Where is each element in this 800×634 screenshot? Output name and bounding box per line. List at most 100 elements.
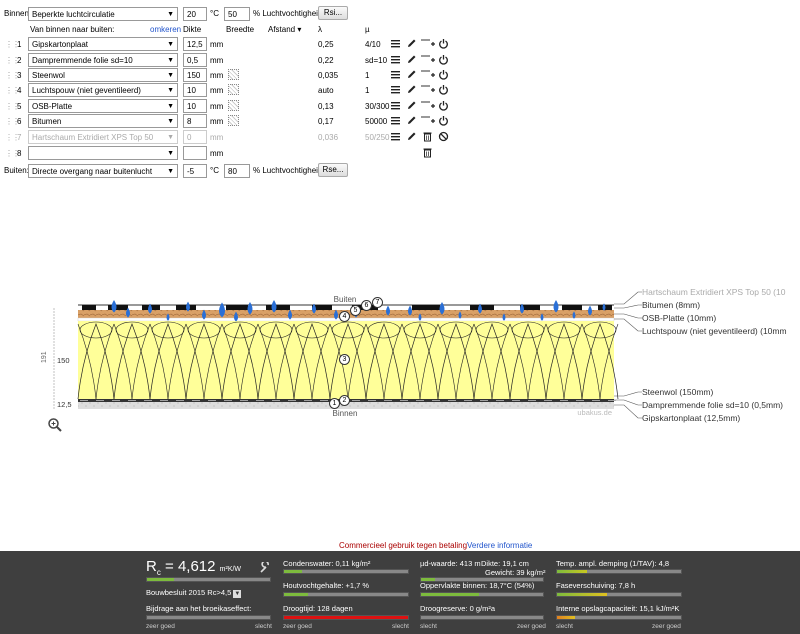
layer-thickness-input[interactable] <box>183 146 207 160</box>
layer-material-select[interactable]: Steenwol▼ <box>28 68 178 82</box>
add-layer-icon[interactable] <box>421 100 435 111</box>
scale-good: zeer goed <box>283 623 312 630</box>
power-icon[interactable] <box>438 38 449 49</box>
condens-bar <box>283 569 409 574</box>
legend-osb: OSB-Platte (10mm) <box>642 313 717 323</box>
layer-material-select[interactable]: Bitumen▼ <box>28 114 178 128</box>
more-info-link[interactable]: Verdere informatie <box>467 541 533 550</box>
layer-mu: 1 <box>365 86 370 95</box>
layer-circle-2: 2 <box>339 395 350 406</box>
layer-material-select[interactable]: Gipskartonplaat▼ <box>28 37 178 51</box>
layer-material-select[interactable]: Luchtspouw (niet geventileerd)▼ <box>28 83 178 97</box>
inside-temp-input[interactable]: 20 <box>183 7 207 21</box>
drag-handle[interactable]: ⋮⋮ <box>5 117 20 126</box>
chevron-down-icon[interactable]: ▼ <box>233 590 242 598</box>
scale-good: zeer goed <box>652 623 681 630</box>
chevron-down-icon: ▼ <box>167 87 174 94</box>
power-icon[interactable] <box>438 54 449 65</box>
layer-thickness-input[interactable]: 12,5 <box>183 37 207 51</box>
inside-type-select[interactable]: Beperkte luchtcirculatie▼ <box>28 7 178 21</box>
power-icon[interactable] <box>438 100 449 111</box>
rsi-button[interactable]: Rsi... <box>318 6 348 20</box>
scale-bad: slecht <box>420 623 437 630</box>
pencil-icon[interactable] <box>406 38 417 49</box>
dim-board: 12,5 <box>57 400 72 409</box>
add-layer-icon[interactable] <box>421 38 435 49</box>
drag-handle[interactable]: ⋮⋮ <box>5 40 20 49</box>
layer-thickness-input[interactable]: 10 <box>183 83 207 97</box>
outside-temp-input[interactable]: -5 <box>183 164 207 178</box>
pencil-icon[interactable] <box>406 131 417 142</box>
layer-number: 8 <box>17 149 22 158</box>
layer-mu: 4/10 <box>365 40 381 49</box>
header-distance-dropdown[interactable]: Afstand ▾ <box>268 25 302 34</box>
drag-handle[interactable]: ⋮⋮ <box>5 133 20 142</box>
menu-icon[interactable] <box>390 115 401 126</box>
add-layer-icon[interactable] <box>421 54 435 65</box>
pencil-icon[interactable] <box>406 54 417 65</box>
layer-material-select[interactable]: Dampremmende folie sd=10▼ <box>28 53 178 67</box>
power-icon[interactable] <box>438 115 449 126</box>
legend-airgap: Luchtspouw (niet geventileerd) (10mm <box>642 326 787 336</box>
inside-humidity-unit: % Luchtvochtigheid <box>253 9 323 18</box>
reverse-link[interactable]: omkeren <box>150 25 182 34</box>
chevron-down-icon: ▼ <box>167 41 174 48</box>
inhomogeneous-layer-icon[interactable] <box>228 69 239 80</box>
layer-material-select[interactable]: Hartschaum Extridiert XPS Top 50▼ <box>28 130 178 144</box>
layer-lambda: 0,17 <box>318 117 334 126</box>
menu-icon[interactable] <box>390 131 401 142</box>
inside-humidity-input[interactable]: 50 <box>224 7 250 21</box>
drag-handle[interactable]: ⋮⋮ <box>5 56 20 65</box>
inhomogeneous-layer-icon[interactable] <box>228 115 239 126</box>
menu-icon[interactable] <box>390 54 401 65</box>
layer-mu: 50000 <box>365 117 388 126</box>
add-layer-icon[interactable] <box>421 115 435 126</box>
layer-thickness-input[interactable]: 10 <box>183 99 207 113</box>
outside-type-select[interactable]: Directe overgang naar buitenlucht▼ <box>28 164 178 178</box>
layer-material-select[interactable]: OSB-Platte▼ <box>28 99 178 113</box>
pencil-icon[interactable] <box>406 69 417 80</box>
menu-icon[interactable] <box>390 100 401 111</box>
drag-handle[interactable]: ⋮⋮ <box>5 102 20 111</box>
layer-material-select[interactable]: ▼ <box>28 146 178 160</box>
inhomogeneous-layer-icon[interactable] <box>228 100 239 111</box>
outside-humidity-input[interactable]: 80 <box>224 164 250 178</box>
drag-handle[interactable]: ⋮⋮ <box>5 86 20 95</box>
disabled-icon[interactable] <box>438 131 449 142</box>
pencil-icon[interactable] <box>406 115 417 126</box>
layer-lambda: 0,036 <box>318 133 339 142</box>
header-width: Breedte <box>226 25 255 34</box>
legend-bitumen: Bitumen (8mm) <box>642 300 701 310</box>
trash-icon[interactable] <box>422 131 433 142</box>
add-layer-icon[interactable] <box>421 84 435 95</box>
menu-icon[interactable] <box>390 84 401 95</box>
chevron-down-icon: ▼ <box>167 150 174 157</box>
pencil-icon[interactable] <box>406 100 417 111</box>
zoom-in-icon[interactable] <box>47 417 63 433</box>
layer-thickness-unit: mm <box>210 149 224 158</box>
layer-thickness-input[interactable]: 0 <box>183 130 207 144</box>
menu-icon[interactable] <box>390 69 401 80</box>
power-icon[interactable] <box>438 69 449 80</box>
drag-handle[interactable]: ⋮⋮ <box>5 71 20 80</box>
power-icon[interactable] <box>438 84 449 95</box>
inhomogeneous-layer-icon[interactable] <box>228 84 239 95</box>
layer-thickness-input[interactable]: 150 <box>183 68 207 82</box>
layer-mu: 1 <box>365 71 370 80</box>
layer-thickness-input[interactable]: 0,5 <box>183 53 207 67</box>
layer-lambda: auto <box>318 86 334 95</box>
add-layer-icon[interactable] <box>421 69 435 80</box>
rse-button[interactable]: Rse... <box>318 163 348 177</box>
insulation-pattern <box>77 321 619 400</box>
scale-good: zeer goed <box>517 623 546 630</box>
menu-icon[interactable] <box>390 38 401 49</box>
layer-number: 5 <box>17 102 22 111</box>
temp-demping-bar <box>556 569 682 574</box>
drag-handle[interactable]: ⋮⋮ <box>5 149 20 158</box>
droogtijd-bar <box>283 615 409 620</box>
chevron-down-icon: ▼ <box>167 168 174 175</box>
pencil-icon[interactable] <box>406 84 417 95</box>
wrench-icon[interactable] <box>259 562 271 574</box>
trash-icon[interactable] <box>422 147 433 158</box>
layer-thickness-input[interactable]: 8 <box>183 114 207 128</box>
